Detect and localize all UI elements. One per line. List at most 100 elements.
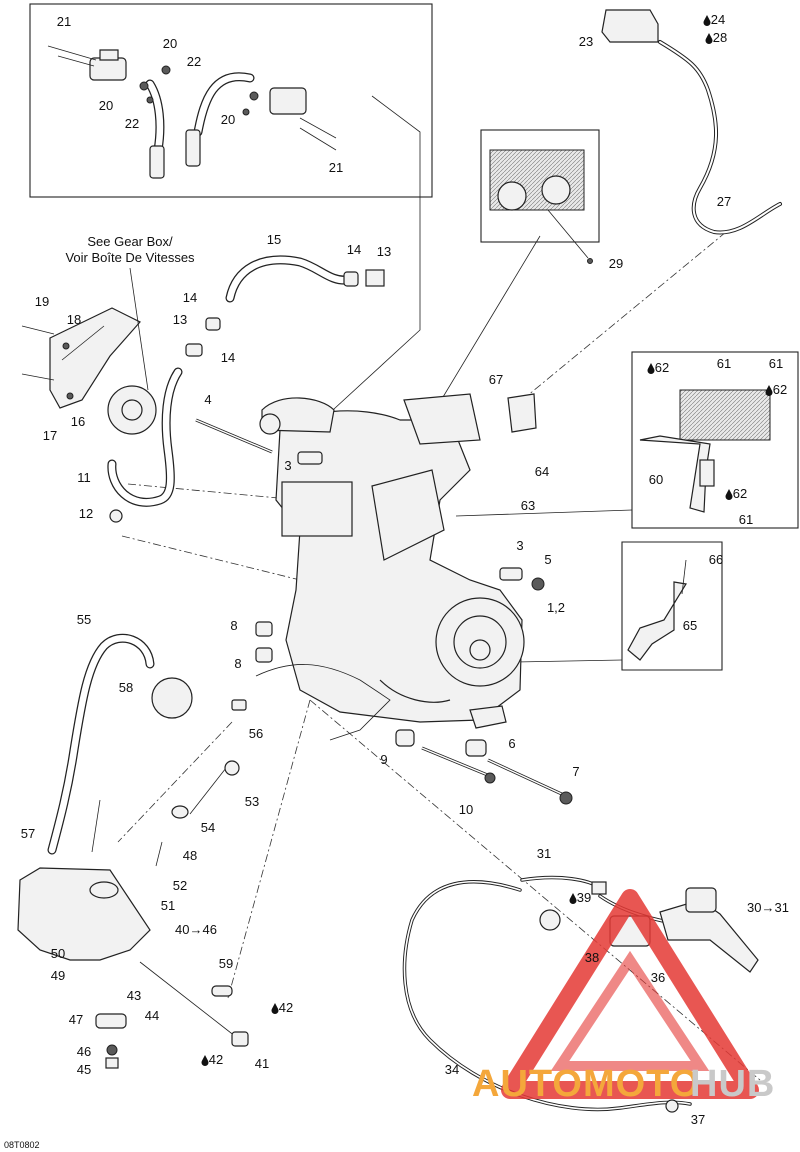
- callout-21a: 21: [57, 14, 71, 29]
- engine-assembly: [259, 393, 537, 729]
- callout-34: 34: [445, 1062, 459, 1077]
- callout-54: 54: [201, 820, 215, 835]
- callout-17: 17: [43, 428, 57, 443]
- callout-52: 52: [173, 878, 187, 893]
- callout-21b: 21: [329, 160, 343, 175]
- see-gearbox-note: See Gear Box/ Voir Boîte De Vitesses: [65, 234, 195, 391]
- callout-55: 55: [77, 612, 91, 627]
- watermark-text-right: HUB: [690, 1063, 775, 1105]
- callout-41: 41: [255, 1056, 269, 1071]
- callout-13b: 13: [173, 312, 187, 327]
- engine-mounting-hardware: [231, 451, 573, 805]
- callout-7: 7: [572, 764, 579, 779]
- coolant-hoses: [107, 255, 385, 523]
- callout-8b: 8: [234, 656, 241, 671]
- callout-65: 65: [683, 618, 697, 633]
- callout-6: 6: [508, 736, 515, 751]
- callout-46: 46: [77, 1044, 91, 1059]
- callout-66: 66: [709, 552, 723, 567]
- watermark-logo: [501, 889, 759, 1099]
- callout-14a: 14: [347, 242, 361, 257]
- callout-12b: 1,2: [547, 600, 565, 615]
- callout-40: 40→46: [175, 922, 217, 937]
- callout-49: 49: [51, 968, 65, 983]
- oil-drop-icon: [725, 489, 733, 500]
- callout-64: 64: [535, 464, 549, 479]
- oil-drop-icon: [705, 33, 713, 44]
- note-line-1: See Gear Box/: [87, 234, 173, 249]
- callout-23: 23: [579, 34, 593, 49]
- callout-50: 50: [51, 946, 65, 961]
- callout-48: 48: [183, 848, 197, 863]
- oil-drop-icon: [201, 1055, 209, 1066]
- callout-61b: 61: [769, 356, 783, 371]
- callout-42b: 42: [209, 1052, 223, 1067]
- note-line-2: Voir Boîte De Vitesses: [65, 250, 195, 265]
- callout-14c: 14: [221, 350, 235, 365]
- callout-14b: 14: [183, 290, 197, 305]
- callout-9: 9: [380, 752, 387, 767]
- callout-8a: 8: [230, 618, 237, 633]
- callout-59: 59: [219, 956, 233, 971]
- oil-drop-icon: [765, 385, 773, 396]
- callout-12: 12: [79, 506, 93, 521]
- callout-28: 28: [713, 30, 727, 45]
- callout-19: 19: [35, 294, 49, 309]
- callout-60: 60: [649, 472, 663, 487]
- callout-20a: 20: [163, 36, 177, 51]
- callout-15: 15: [267, 232, 281, 247]
- callout-38: 38: [585, 950, 599, 965]
- callout-13a: 13: [377, 244, 391, 259]
- callout-29: 29: [609, 256, 623, 271]
- oil-drop-icon: [703, 15, 711, 26]
- callout-5: 5: [544, 552, 551, 567]
- callout-43: 43: [127, 988, 141, 1003]
- callout-61c: 61: [739, 512, 753, 527]
- callout-56: 56: [249, 726, 263, 741]
- callout-67: 67: [489, 372, 503, 387]
- callout-45: 45: [77, 1062, 91, 1077]
- ignition-coil-left: [47, 45, 171, 179]
- callout-10: 10: [459, 802, 473, 817]
- callout-27: 27: [717, 194, 731, 209]
- oil-drop-icon: [647, 363, 655, 374]
- callout-18: 18: [67, 312, 81, 327]
- callout-36: 36: [651, 970, 665, 985]
- shift-lever: [627, 559, 687, 661]
- diagram-code: 08T0802: [4, 1140, 40, 1150]
- callout-37: 37: [691, 1112, 705, 1127]
- callout-11: 11: [77, 470, 91, 485]
- bracket-assembly: [639, 389, 771, 513]
- callout-22a: 22: [187, 54, 201, 69]
- callout-62c: 62: [733, 486, 747, 501]
- callout-24: 24: [711, 12, 725, 27]
- callout-53: 53: [245, 794, 259, 809]
- oil-tank: [17, 633, 249, 1069]
- callout-47: 47: [69, 1012, 83, 1027]
- callout-58: 58: [119, 680, 133, 695]
- callout-16: 16: [71, 414, 85, 429]
- callout-4: 4: [204, 392, 211, 407]
- callout-20c: 20: [221, 112, 235, 127]
- callout-51: 51: [161, 898, 175, 913]
- callout-39: 39: [577, 890, 591, 905]
- watermark-text-left: AUTOMOTO: [472, 1063, 700, 1105]
- oil-drop-icon: [271, 1003, 279, 1014]
- sprocket-cover: [21, 307, 157, 435]
- callout-62b: 62: [773, 382, 787, 397]
- callout-20b: 20: [99, 98, 113, 113]
- callout-30: 30→31: [747, 900, 789, 915]
- oil-drop-icon: [569, 893, 577, 904]
- callout-3a: 3: [284, 458, 291, 473]
- callout-61a: 61: [717, 356, 731, 371]
- throttle-body-inset: [480, 129, 600, 243]
- shift-lever-inset: [621, 541, 723, 671]
- callout-31: 31: [537, 846, 551, 861]
- throttle-switch: [601, 9, 782, 235]
- callout-62a: 62: [655, 360, 669, 375]
- callout-44: 44: [145, 1008, 159, 1023]
- ignition-coil-right: [185, 72, 337, 167]
